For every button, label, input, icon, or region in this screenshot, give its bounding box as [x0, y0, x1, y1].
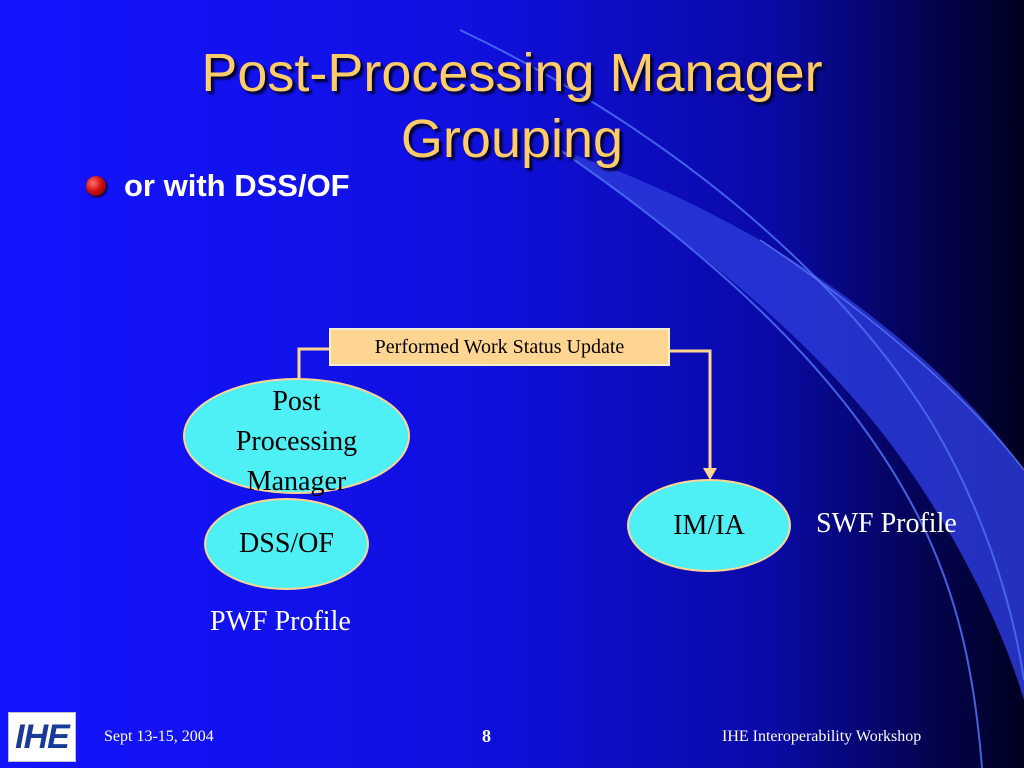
page-number: 8 [482, 726, 491, 746]
arrowhead-imia [703, 468, 717, 480]
ppm-line-2: Processing [235, 426, 358, 457]
logo-text: IHE [15, 717, 70, 756]
swoosh-fill [560, 150, 1024, 700]
connector-to-imia [670, 349, 712, 470]
swf-profile-label: SWF Profile [816, 508, 957, 539]
swoosh-line-3 [759, 239, 1024, 471]
footer-event: IHE Interoperability Workshop [722, 728, 922, 745]
bullet-text: or with DSS/OF [124, 168, 350, 203]
ppm-line-3: Manager [246, 466, 347, 497]
footer-date: Sept 13-15, 2004 [104, 728, 214, 745]
ppm-line-1: Post [272, 386, 321, 417]
swoosh-line-1 [459, 29, 1024, 681]
dss-of-actor: DSS/OF [204, 498, 369, 590]
pwf-profile-label: PWF Profile [210, 606, 351, 637]
connector-to-ppm [297, 347, 329, 388]
swoosh-line-2 [559, 149, 983, 768]
im-ia-actor: IM/IA [627, 479, 791, 572]
bullet-item: or with DSS/OF [86, 164, 350, 208]
bullet-icon [86, 176, 106, 196]
post-processing-manager-actor: Post Processing Manager [183, 378, 410, 497]
ihe-logo: IHE [8, 712, 76, 762]
transaction-box: Performed Work Status Update [329, 328, 670, 366]
title-line-2: Grouping [400, 109, 624, 169]
title-line-1: Post-Processing Manager [201, 43, 823, 103]
slide-title: Post-Processing Manager Grouping [0, 40, 1024, 172]
